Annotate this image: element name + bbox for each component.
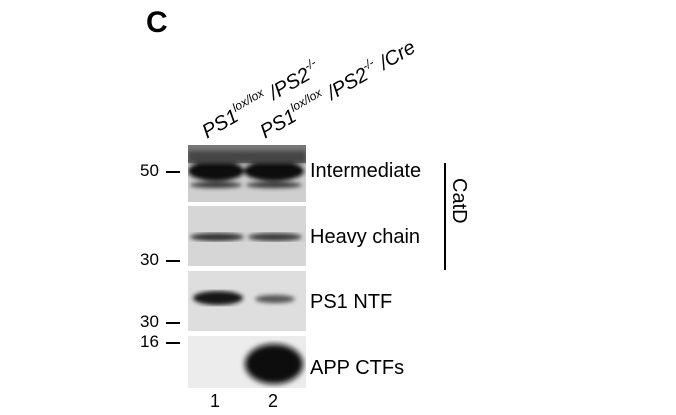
marker-50: 50 — [140, 161, 159, 180]
marker-50-tick — [166, 171, 180, 173]
blot-intermediate — [188, 145, 306, 202]
blot-app-ctfs-image — [188, 336, 306, 388]
marker-16-tick — [166, 342, 180, 344]
marker-30-a-tick — [166, 260, 180, 262]
band-label-heavy-chain: Heavy chain — [310, 226, 421, 248]
catd-label: CatD — [448, 178, 470, 224]
band-label-ps1-ntf: PS1 NTF — [310, 291, 393, 313]
band-label-app-ctfs: APP CTFs — [310, 357, 405, 379]
marker-30-a: 30 — [140, 250, 159, 269]
band-label-intermediate: Intermediate — [310, 160, 422, 182]
marker-30-b: 30 — [140, 312, 159, 331]
blot-app-ctfs — [188, 336, 306, 388]
marker-30-b-tick — [166, 322, 180, 324]
lane-number-2: 2 — [268, 391, 279, 411]
cre-transgene: /Cre — [370, 36, 420, 78]
marker-16: 16 — [140, 332, 159, 351]
lane-number-1: 1 — [210, 391, 221, 411]
blot-heavy-chain — [188, 206, 306, 266]
blot-ps1-ntf-image — [188, 271, 306, 331]
blot-intermediate-image — [188, 145, 306, 202]
blot-heavy-chain-image — [188, 206, 306, 266]
panel-letter: C — [146, 6, 168, 39]
blot-ps1-ntf — [188, 271, 306, 331]
catd-bracket — [444, 163, 446, 270]
